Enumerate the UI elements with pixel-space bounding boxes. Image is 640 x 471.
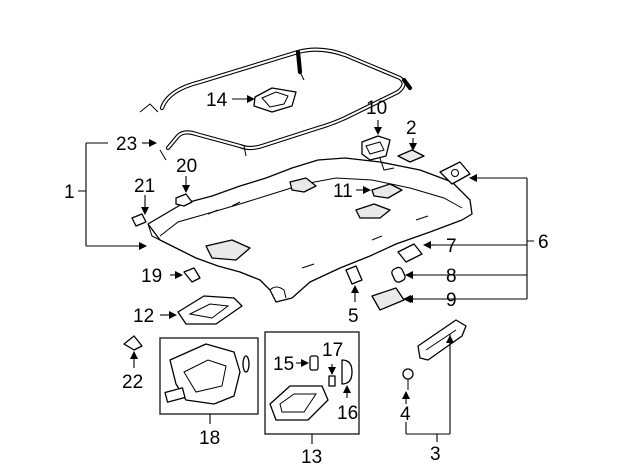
clip-part-5 — [345, 265, 363, 285]
visor-clip-part-22 — [123, 335, 143, 351]
callout-11: 11 — [333, 181, 353, 202]
callout-2: 2 — [406, 118, 417, 139]
console-tray-part — [177, 295, 243, 325]
frame-bracket-part — [253, 87, 297, 113]
callout-18: 18 — [199, 428, 220, 449]
callout-22: 22 — [122, 372, 143, 393]
bulb-part-8 — [391, 266, 406, 283]
clip-part-20 — [175, 193, 193, 207]
callout-20: 20 — [176, 156, 197, 177]
vanity-mirror-part — [269, 385, 329, 421]
callout-14: 14 — [206, 90, 228, 111]
callout-19: 19 — [141, 266, 162, 287]
callout-1: 1 — [64, 182, 75, 203]
callout-7: 7 — [446, 236, 457, 257]
console-bracket-part — [361, 135, 391, 161]
clip-part-2 — [397, 149, 425, 163]
sunvisor-part — [164, 343, 250, 405]
callout-labels: 1 23 14 10 2 20 21 11 6 7 8 9 19 12 5 22… — [64, 90, 549, 468]
lamp-part-15 — [309, 355, 319, 371]
bulb-part-17 — [328, 375, 336, 387]
lamp-cover-part-9 — [371, 287, 405, 311]
callout-3: 3 — [430, 444, 441, 465]
lens-part-16 — [341, 359, 353, 385]
callout-17: 17 — [322, 340, 343, 361]
lamp-lens-part-7 — [397, 243, 423, 263]
callout-6: 6 — [538, 232, 549, 253]
assist-handle-part — [417, 319, 467, 361]
wiring-harness-part — [139, 47, 413, 161]
callout-12: 12 — [133, 306, 154, 327]
lamp-part-11 — [371, 183, 403, 199]
retainer-part-19 — [183, 267, 201, 283]
callout-15: 15 — [273, 354, 294, 375]
callout-10: 10 — [366, 98, 387, 119]
sunvisor-group-box — [159, 337, 259, 415]
callout-16: 16 — [337, 403, 358, 424]
callout-13: 13 — [301, 447, 322, 468]
clip-part-21 — [131, 213, 147, 227]
leader-lines — [78, 95, 534, 444]
callout-8: 8 — [446, 266, 457, 287]
callout-21: 21 — [134, 176, 155, 197]
callout-23: 23 — [116, 134, 137, 155]
callout-5: 5 — [348, 306, 359, 327]
callout-4: 4 — [400, 404, 411, 425]
callout-9: 9 — [446, 290, 457, 311]
screw-part-4 — [402, 368, 414, 390]
